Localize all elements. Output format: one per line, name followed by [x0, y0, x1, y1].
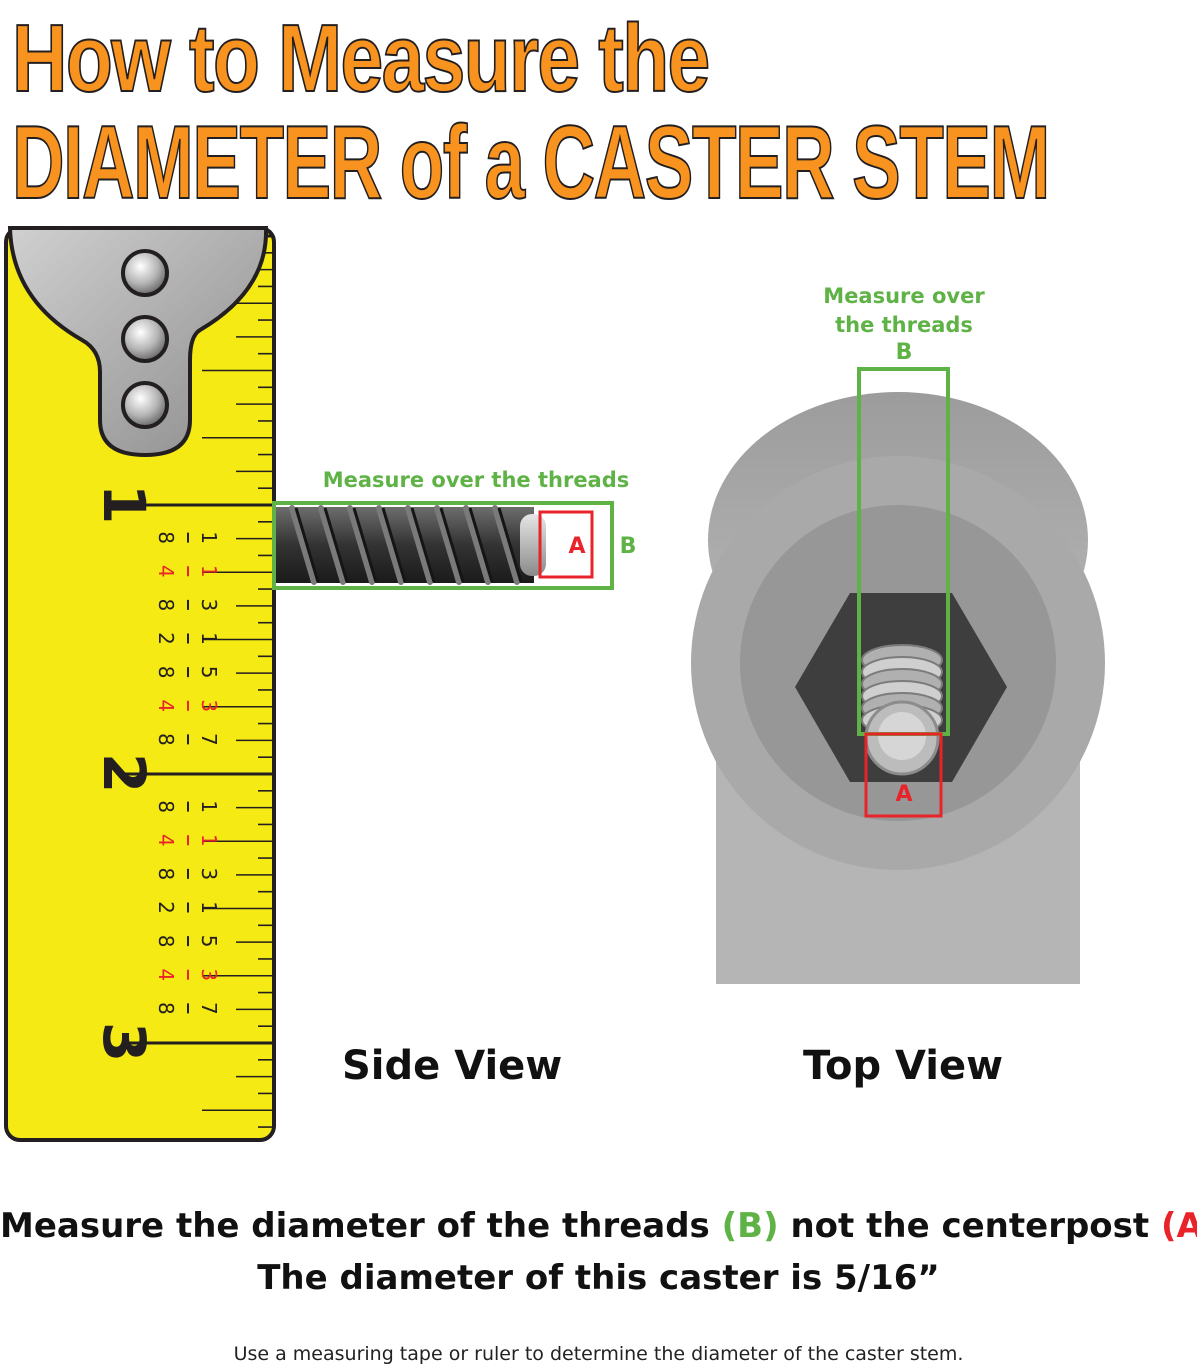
tape-fraction: 14: [154, 565, 221, 578]
measure-box-a: [538, 510, 594, 579]
fraction-denominator: 4: [154, 834, 178, 847]
tape-inch-number: 2: [90, 753, 158, 793]
fraction-denominator: 8: [154, 531, 178, 544]
instruction-line-2: The diameter of this caster is 5/16”: [257, 1258, 940, 1298]
thread-groove: [468, 507, 494, 583]
rivet-icon: [121, 381, 169, 429]
fraction-numerator: 5: [197, 666, 221, 679]
thread-line: [463, 505, 491, 585]
tape-inch-number: 3: [90, 1022, 158, 1062]
tape-fraction: 58: [154, 666, 221, 679]
fraction-denominator: 8: [154, 935, 178, 948]
instruction-a: (A): [1161, 1206, 1197, 1246]
fraction-denominator: 2: [154, 901, 178, 914]
tape-fraction: 18: [154, 800, 221, 813]
threaded-stem: [276, 507, 534, 583]
fraction-numerator: 1: [197, 632, 221, 645]
fraction-denominator: 8: [154, 868, 178, 881]
tape-fraction: 12: [154, 901, 221, 914]
fraction-numerator: 3: [197, 599, 221, 612]
top-view-caster: Measure over the threads B A: [691, 284, 1105, 984]
top-marker-a: A: [895, 782, 912, 807]
thread-groove: [410, 507, 436, 583]
rivet-icon: [121, 249, 169, 297]
fraction-numerator: 7: [197, 1002, 221, 1015]
thread-groove: [439, 507, 465, 583]
fraction-denominator: 4: [154, 968, 178, 981]
thread-line: [492, 505, 520, 585]
tape-fraction: 14: [154, 834, 221, 847]
fraction-denominator: 8: [154, 666, 178, 679]
top-measure-label-line1: Measure over: [823, 284, 985, 308]
fraction-denominator: 2: [154, 632, 178, 645]
fraction-denominator: 4: [154, 565, 178, 578]
tape-fraction: 12: [154, 632, 221, 645]
side-view-caption: Side View: [342, 1043, 563, 1089]
top-measure-box-a: [864, 732, 943, 818]
top-view-caption: Top View: [803, 1043, 1004, 1089]
fraction-numerator: 1: [197, 531, 221, 544]
thread-groove: [352, 507, 378, 583]
fraction-denominator: 8: [154, 1002, 178, 1015]
instruction-part-1: Measure the diameter of the threads: [0, 1206, 722, 1246]
thread-groove: [381, 507, 407, 583]
top-measure-label-line2: the threads: [835, 313, 973, 337]
title-line-1: How to Measure the: [11, 4, 711, 113]
fraction-denominator: 8: [154, 599, 178, 612]
thread-line: [318, 505, 346, 585]
title-line-2: DIAMETER of a CASTER STEM: [11, 104, 1051, 222]
fraction-denominator: 8: [154, 800, 178, 813]
fraction-numerator: 3: [197, 868, 221, 881]
fraction-numerator: 1: [197, 901, 221, 914]
side-marker-b: B: [620, 534, 637, 559]
thread-lines: [289, 505, 523, 585]
fraction-numerator: 3: [197, 699, 221, 712]
rivet-icon: [121, 315, 169, 363]
tape-fraction: 58: [154, 935, 221, 948]
tape-fraction: 38: [154, 599, 221, 612]
thread-groove: [497, 507, 523, 583]
tape-fraction: 18: [154, 531, 221, 544]
thread-groove: [294, 507, 320, 583]
tape-fraction: 78: [154, 1002, 221, 1015]
tape-fraction: 34: [154, 699, 221, 712]
thread-line: [347, 505, 375, 585]
measure-box-b: [272, 501, 614, 590]
thread-line: [405, 505, 433, 585]
instruction-b: (B): [721, 1206, 779, 1246]
fraction-numerator: 1: [197, 565, 221, 578]
footnote: Use a measuring tape or ruler to determi…: [233, 1343, 964, 1365]
side-measure-label: Measure over the threads: [323, 468, 630, 492]
thread-line: [289, 505, 317, 585]
fraction-numerator: 3: [197, 968, 221, 981]
fraction-denominator: 8: [154, 733, 178, 746]
instruction-part-2: not the centerpost: [778, 1206, 1161, 1246]
top-marker-b: B: [896, 340, 913, 365]
tape-fraction: 78: [154, 733, 221, 746]
thread-groove: [323, 507, 349, 583]
tape-fraction: 34: [154, 968, 221, 981]
tape-inch-number: 1: [90, 484, 158, 524]
fraction-numerator: 7: [197, 733, 221, 746]
thread-line: [434, 505, 462, 585]
tape-fraction: 38: [154, 868, 221, 881]
instruction-line-1: Measure the diameter of the threads (B) …: [0, 1206, 1197, 1246]
fraction-denominator: 4: [154, 699, 178, 712]
fraction-numerator: 1: [197, 800, 221, 813]
centerpost-tip: [520, 514, 546, 576]
fraction-numerator: 5: [197, 935, 221, 948]
fraction-numerator: 1: [197, 834, 221, 847]
thread-line: [376, 505, 404, 585]
side-view-stem: Measure over the threads A B: [272, 468, 637, 590]
side-marker-a: A: [568, 534, 585, 559]
